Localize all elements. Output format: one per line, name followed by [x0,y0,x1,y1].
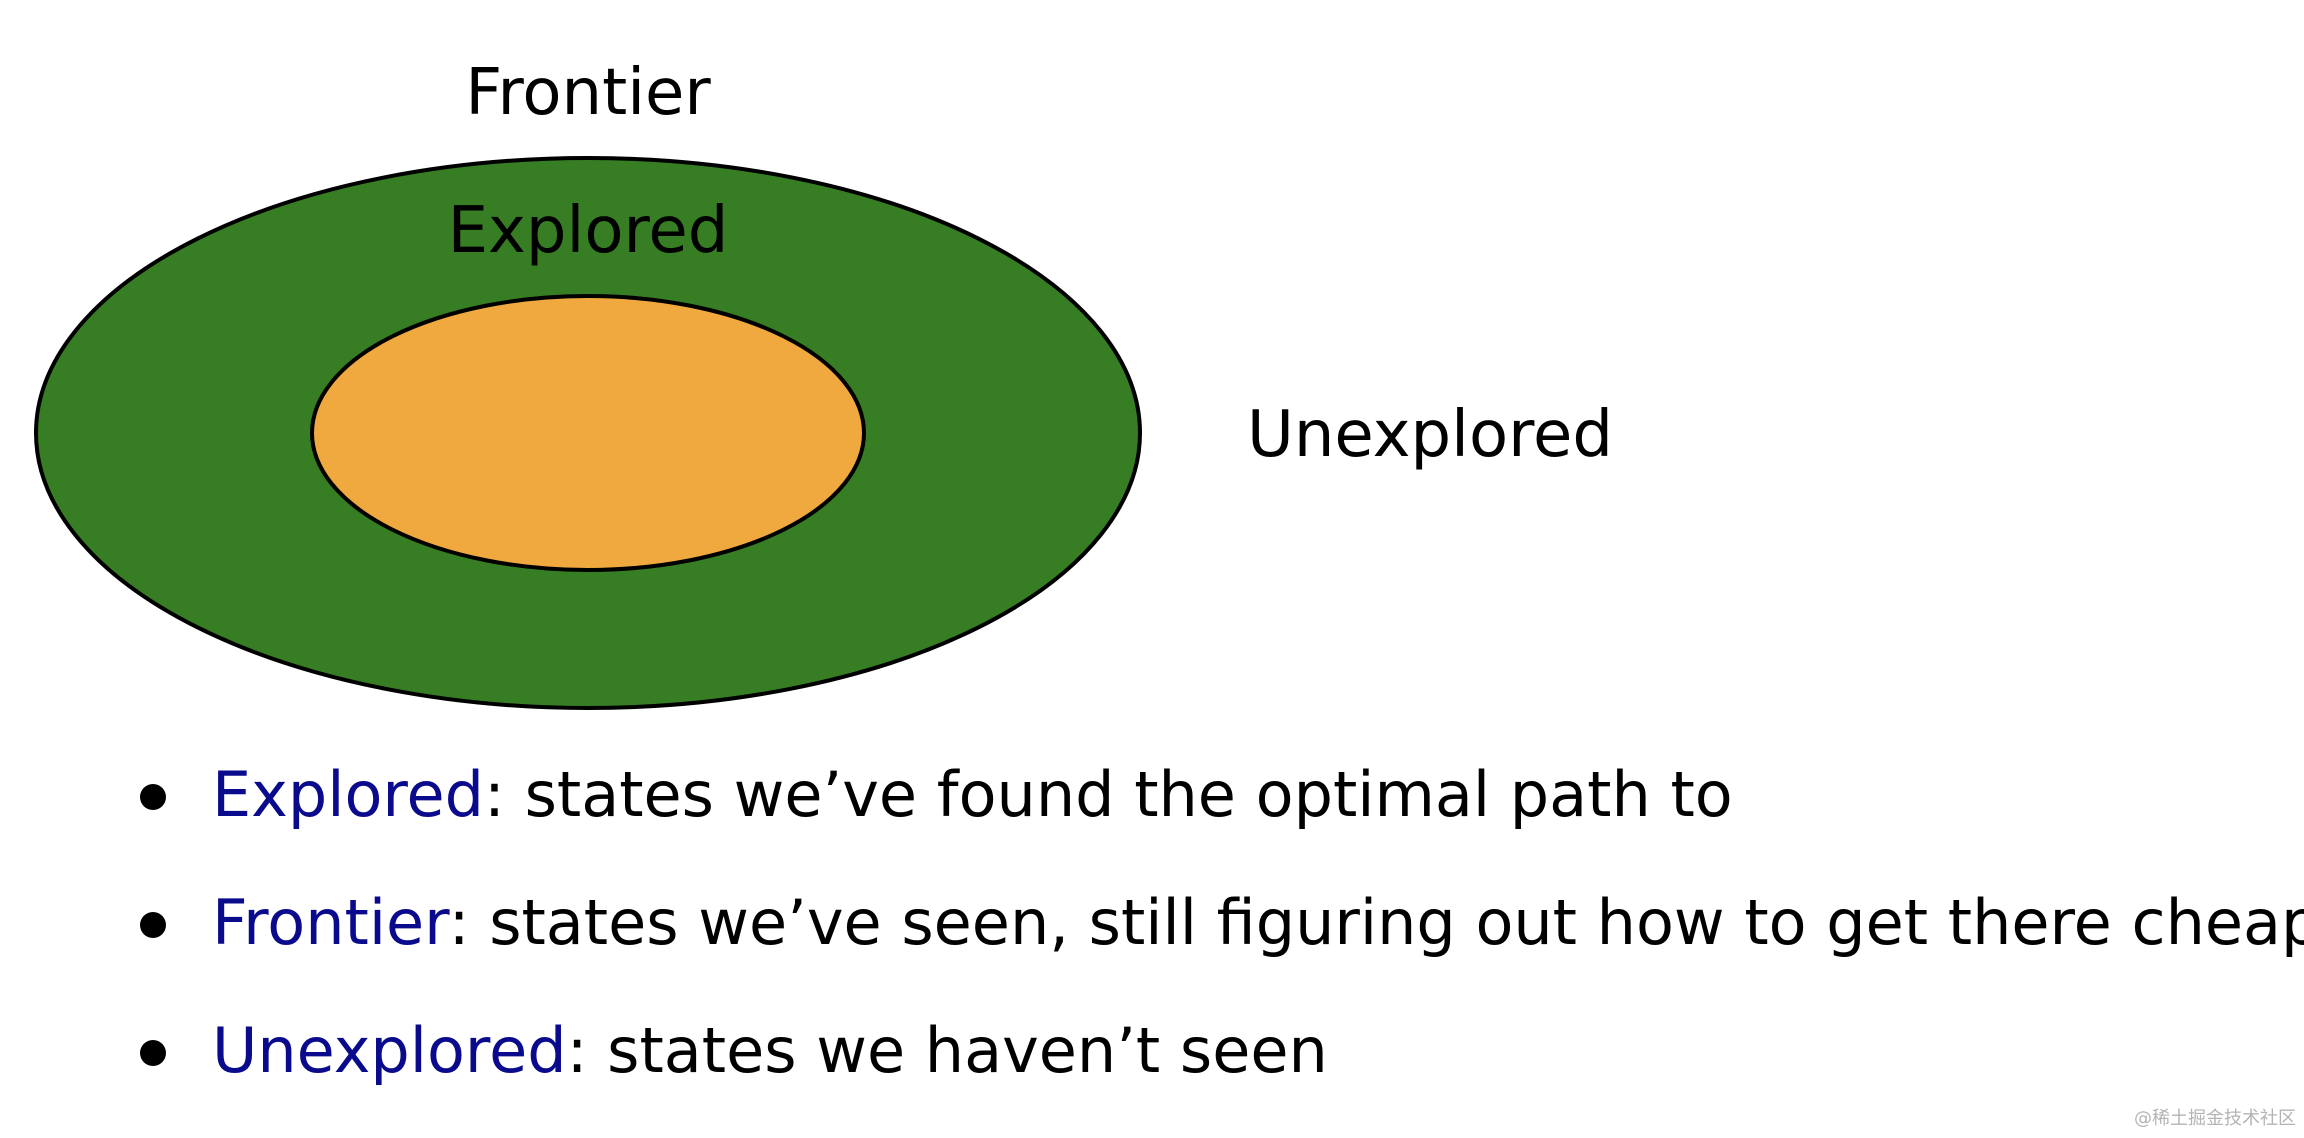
definition-term: Unexplored [212,1014,567,1087]
ellipse-diagram [34,156,1142,710]
definition-separator: : [484,758,505,831]
definition-separator: : [566,1014,588,1087]
bullet-icon [140,912,166,938]
definition-text: states we’ve found the optimal path to [504,758,1733,831]
definition-item-unexplored: Unexplored: states we haven’t seen [140,1006,2280,1134]
bullet-icon [140,1040,166,1066]
definition-list: Explored: states we’ve found the optimal… [140,750,2304,1134]
definition-text: states we’ve seen, still figuring out ho… [469,886,2304,959]
search-space-diagram: Frontier Explored Unexplored [34,56,1613,710]
definition-text: states we haven’t seen [587,1014,1328,1087]
definition-item-explored: Explored: states we’ve found the optimal… [140,750,2280,878]
bullet-icon [140,784,166,810]
unexplored-label: Unexplored [1247,398,1613,472]
explored-label: Explored [447,194,729,268]
explored-region [310,294,866,572]
definition-term: Explored [212,758,485,831]
definition-item-frontier: Frontier: states we’ve seen, still figur… [140,878,2304,1006]
definition-term: Frontier [212,886,449,959]
definition-separator: : [448,886,470,959]
watermark: @稀土掘金技术社区 [2134,1108,2296,1129]
frontier-label: Frontier [465,56,711,130]
